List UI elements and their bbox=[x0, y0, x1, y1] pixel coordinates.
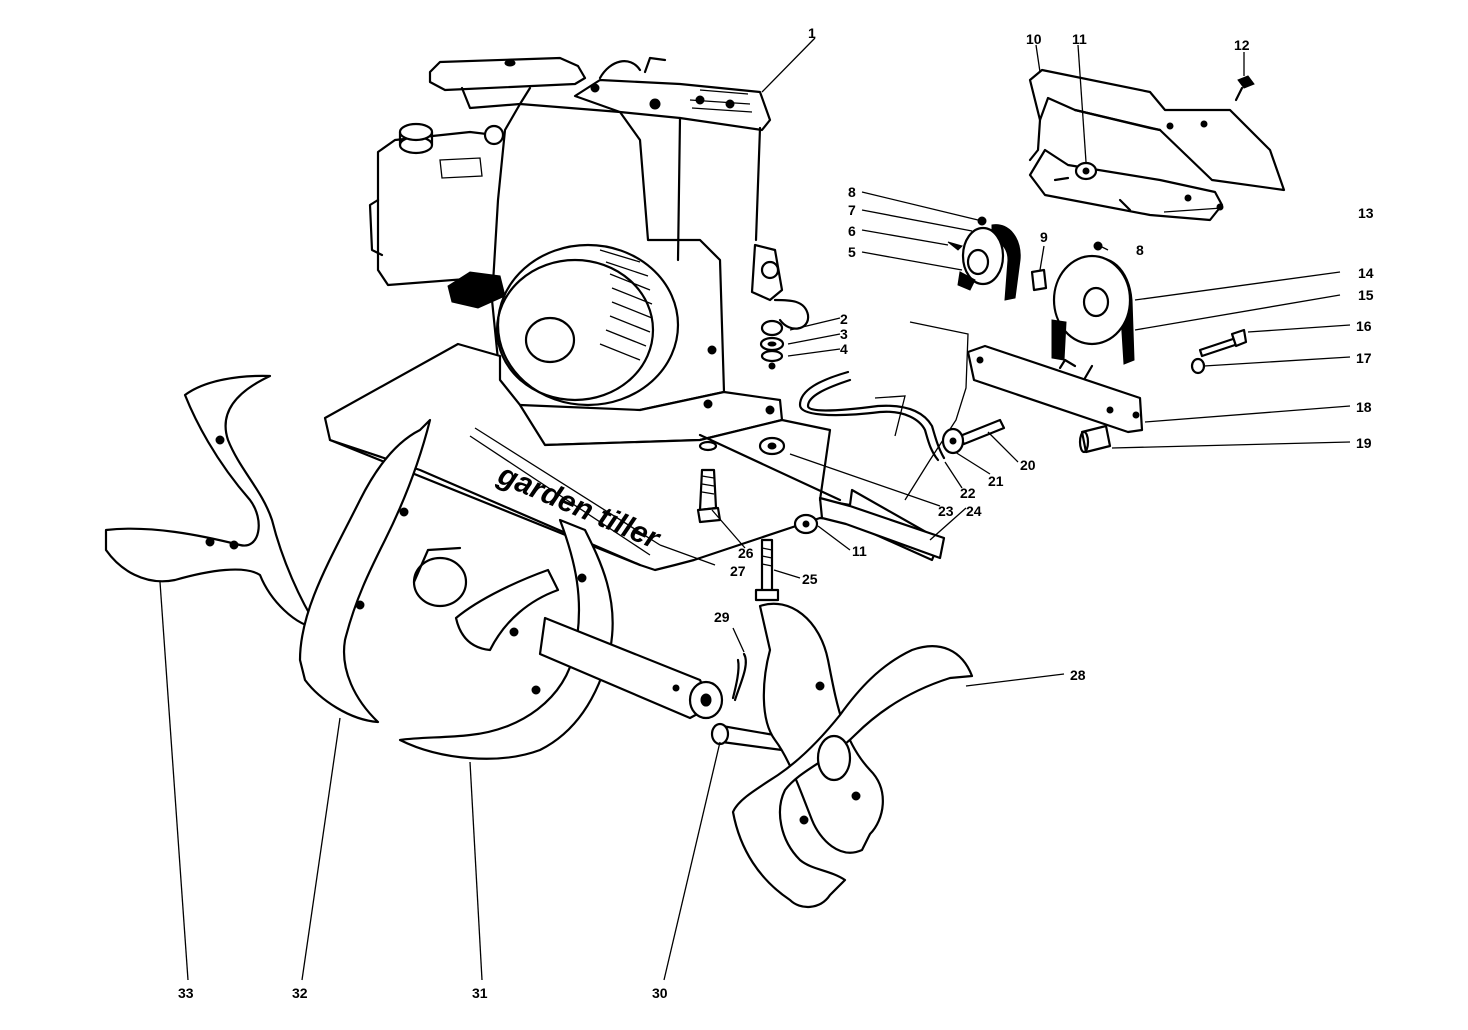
callout-23: 23 bbox=[938, 503, 954, 519]
callout-26: 26 bbox=[738, 545, 754, 561]
callout-3: 3 bbox=[840, 326, 848, 342]
callout-25: 25 bbox=[802, 571, 818, 587]
callout-32: 32 bbox=[292, 985, 308, 1001]
callout-15: 15 bbox=[1358, 287, 1374, 303]
callout-9: 9 bbox=[1040, 229, 1048, 245]
pulleys-belt bbox=[947, 216, 1135, 365]
callout-11b: 11 bbox=[852, 543, 867, 559]
callout-31: 31 bbox=[472, 985, 488, 1001]
callout-8b: 8 bbox=[1136, 242, 1144, 258]
callout-27: 27 bbox=[730, 563, 746, 579]
callout-29: 29 bbox=[714, 609, 730, 625]
callout-1: 1 bbox=[808, 25, 816, 41]
callout-24: 24 bbox=[966, 503, 982, 519]
callout-12: 12 bbox=[1234, 37, 1250, 53]
callout-2: 2 bbox=[840, 311, 848, 327]
callout-33: 33 bbox=[178, 985, 194, 1001]
belt-guard bbox=[1028, 68, 1286, 222]
callout-labels: 1 2 3 4 5 6 7 8 8 9 10 11 11 12 13 14 15… bbox=[178, 25, 1374, 1001]
callout-17: 17 bbox=[1356, 350, 1372, 366]
callout-19: 19 bbox=[1356, 435, 1372, 451]
callout-30: 30 bbox=[652, 985, 668, 1001]
callout-20: 20 bbox=[1020, 457, 1036, 473]
callout-18: 18 bbox=[1356, 399, 1372, 415]
callout-4: 4 bbox=[840, 341, 848, 357]
callout-28: 28 bbox=[1070, 667, 1086, 683]
callout-7: 7 bbox=[848, 202, 856, 218]
callout-16: 16 bbox=[1356, 318, 1372, 334]
leader-lines bbox=[159, 37, 1351, 981]
callout-8a: 8 bbox=[848, 184, 856, 200]
callout-21: 21 bbox=[988, 473, 1004, 489]
shaft-bracket bbox=[941, 328, 1248, 455]
callout-22: 22 bbox=[960, 485, 976, 501]
engine bbox=[368, 56, 810, 447]
depth-bar-assembly bbox=[758, 321, 969, 560]
callout-14: 14 bbox=[1358, 265, 1374, 281]
callout-5: 5 bbox=[848, 244, 856, 260]
callout-10: 10 bbox=[1026, 31, 1042, 47]
hardware bbox=[696, 319, 819, 602]
callout-13: 13 bbox=[1358, 205, 1374, 221]
callout-11a: 11 bbox=[1072, 31, 1087, 47]
tine-assembly bbox=[104, 374, 974, 908]
callout-6: 6 bbox=[848, 223, 856, 239]
